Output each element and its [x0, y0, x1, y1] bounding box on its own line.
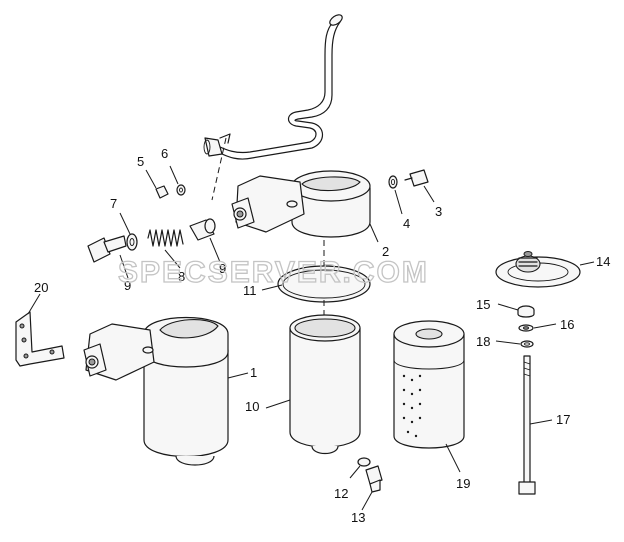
leader-lines [27, 165, 595, 511]
callout-5: 5 [137, 154, 144, 169]
sealing-ring-11 [277, 265, 371, 303]
callout-3: 3 [435, 204, 442, 219]
callout-18: 18 [476, 334, 490, 349]
callout-8: 8 [178, 269, 185, 284]
bracket-20 [15, 311, 65, 367]
fuel-line [203, 14, 343, 160]
callout-12: 12 [334, 486, 348, 501]
watermark: SPECSERVER.COM [118, 256, 429, 289]
o-ring-18 [520, 340, 534, 348]
bolt-5 [155, 185, 169, 199]
assembly-line-fuel-line [211, 137, 227, 201]
callout-9-right: 9 [219, 261, 226, 276]
filter-assembly-1 [83, 316, 229, 466]
filter-perforation-pattern [402, 374, 422, 438]
filter-bowl-10 [289, 314, 361, 455]
callout-16: 16 [560, 317, 574, 332]
washer-16 [518, 324, 534, 332]
plunger-9 [189, 218, 216, 241]
callout-2: 2 [382, 244, 389, 259]
callout-7: 7 [110, 196, 117, 211]
callout-14: 14 [596, 254, 610, 269]
washer-7 [126, 233, 138, 251]
callout-1: 1 [250, 365, 257, 380]
seal-12 [357, 457, 371, 467]
callout-17: 17 [556, 412, 570, 427]
filter-element-19 [393, 320, 465, 449]
drain-plug-13 [365, 465, 383, 493]
callout-6: 6 [161, 146, 168, 161]
cap-nut-15 [517, 305, 535, 318]
bolt-3 [404, 169, 429, 187]
callout-9-left: 9 [124, 278, 131, 293]
callout-labels: 1 2 3 4 5 6 7 8 9 9 10 11 12 13 14 15 16… [34, 146, 610, 525]
arrowhead [219, 133, 231, 144]
upper-filter-head [231, 170, 371, 238]
diaphragm-14 [495, 251, 581, 288]
washer-6 [176, 184, 186, 196]
spring-8 [147, 229, 184, 247]
callout-10: 10 [245, 399, 259, 414]
washer-4 [388, 175, 398, 189]
callout-11: 11 [243, 283, 257, 298]
callout-19: 19 [456, 476, 470, 491]
callout-15: 15 [476, 297, 490, 312]
bleed-screw-9-left [87, 235, 127, 263]
center-bolt-17 [518, 355, 536, 495]
callout-13: 13 [351, 510, 365, 525]
callout-4: 4 [403, 216, 410, 231]
callout-20: 20 [34, 280, 48, 295]
